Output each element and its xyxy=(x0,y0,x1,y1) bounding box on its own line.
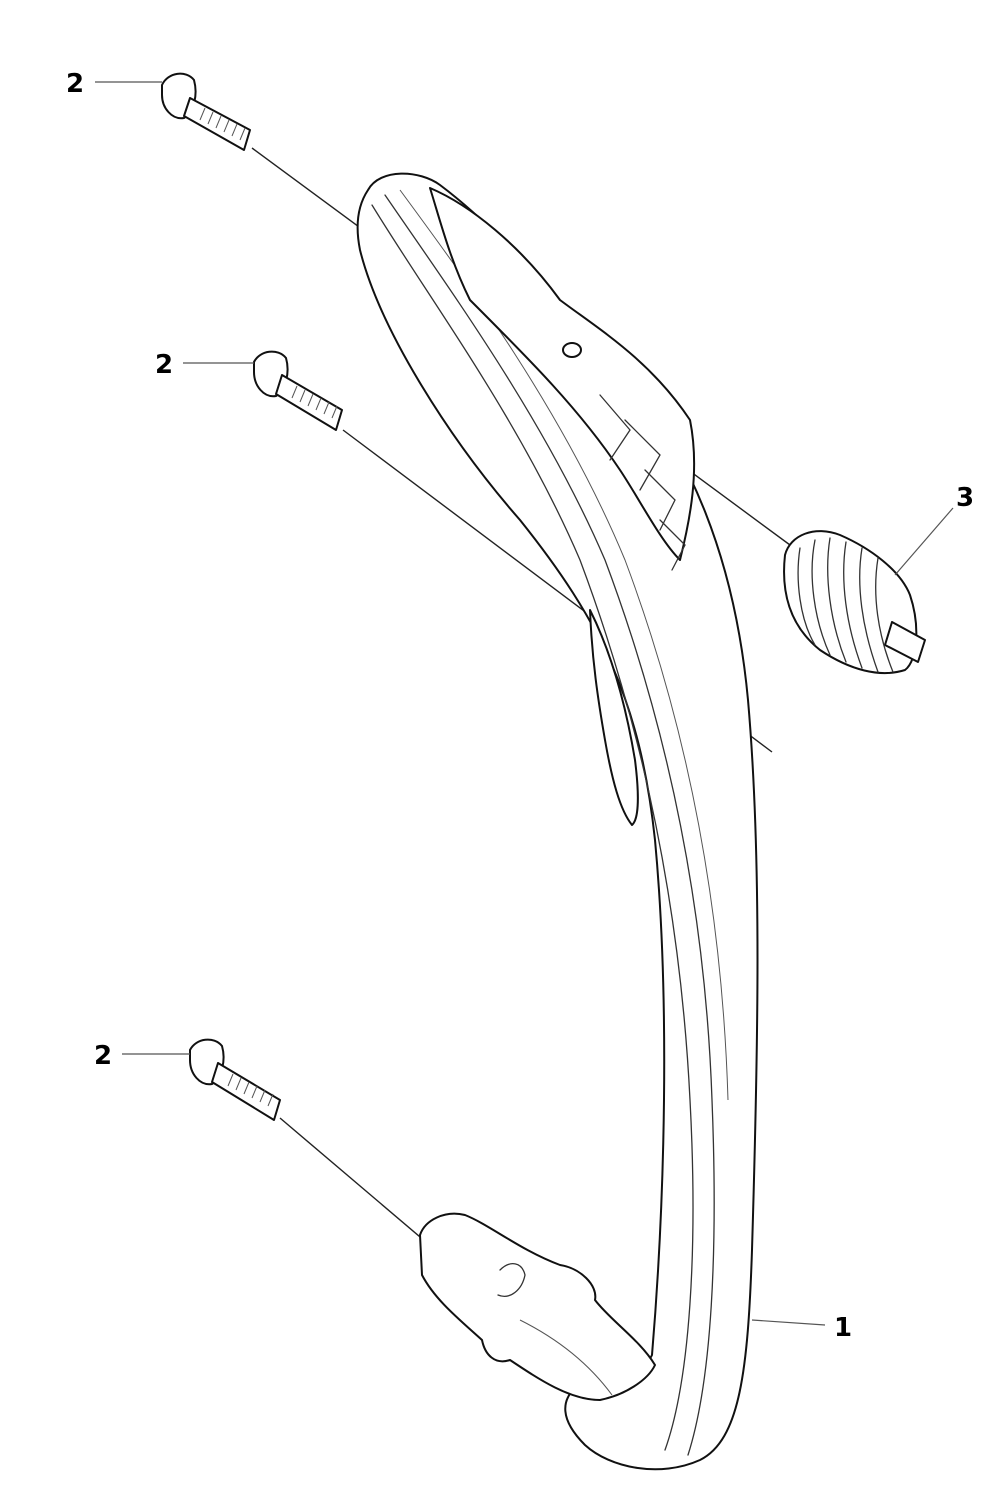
damper-coil-4 xyxy=(843,541,863,669)
bolt-bottom-thread xyxy=(227,1073,274,1107)
bolt-bottom-shank xyxy=(211,1062,281,1121)
damper-coil-2 xyxy=(811,539,831,656)
handle-lower-foot xyxy=(419,1212,656,1401)
callout-bolt-bottom: 2 xyxy=(94,1041,112,1071)
damper-coil-6 xyxy=(875,557,894,673)
handle-middle-flange xyxy=(589,609,639,826)
damper-pin xyxy=(884,621,926,663)
damper-coil-1 xyxy=(797,547,816,646)
bolt-top-shank xyxy=(183,97,251,151)
bolt-middle-thread xyxy=(291,385,338,419)
handle-upper-mount xyxy=(429,187,696,561)
leader-handle xyxy=(751,1319,826,1326)
bolt-top xyxy=(161,72,251,151)
mount-rib-4 xyxy=(659,519,686,571)
foot-edge xyxy=(519,1319,613,1396)
bolt-middle xyxy=(253,350,343,431)
damper-coil-5 xyxy=(859,547,879,673)
callout-handle: 1 xyxy=(834,1313,852,1343)
handle-groove-2 xyxy=(384,194,715,1456)
spring-damper xyxy=(783,530,926,674)
leader-damper xyxy=(894,507,954,576)
damper-coil-3 xyxy=(827,537,847,663)
handle-groove-1 xyxy=(371,204,694,1451)
mount-rib-1 xyxy=(599,394,631,461)
mount-rib-2 xyxy=(624,419,661,491)
callout-damper: 3 xyxy=(956,483,974,513)
bolt-bottom xyxy=(189,1038,281,1121)
mount-hole xyxy=(562,342,582,358)
mount-rib-3 xyxy=(644,469,676,531)
front-handle xyxy=(356,172,759,1471)
callout-bolt-middle: 2 xyxy=(155,350,173,380)
callout-bolt-top: 2 xyxy=(66,69,84,99)
foot-rib xyxy=(497,1263,526,1297)
bolt-top-thread xyxy=(199,107,246,141)
callout-leaders xyxy=(95,81,954,1326)
